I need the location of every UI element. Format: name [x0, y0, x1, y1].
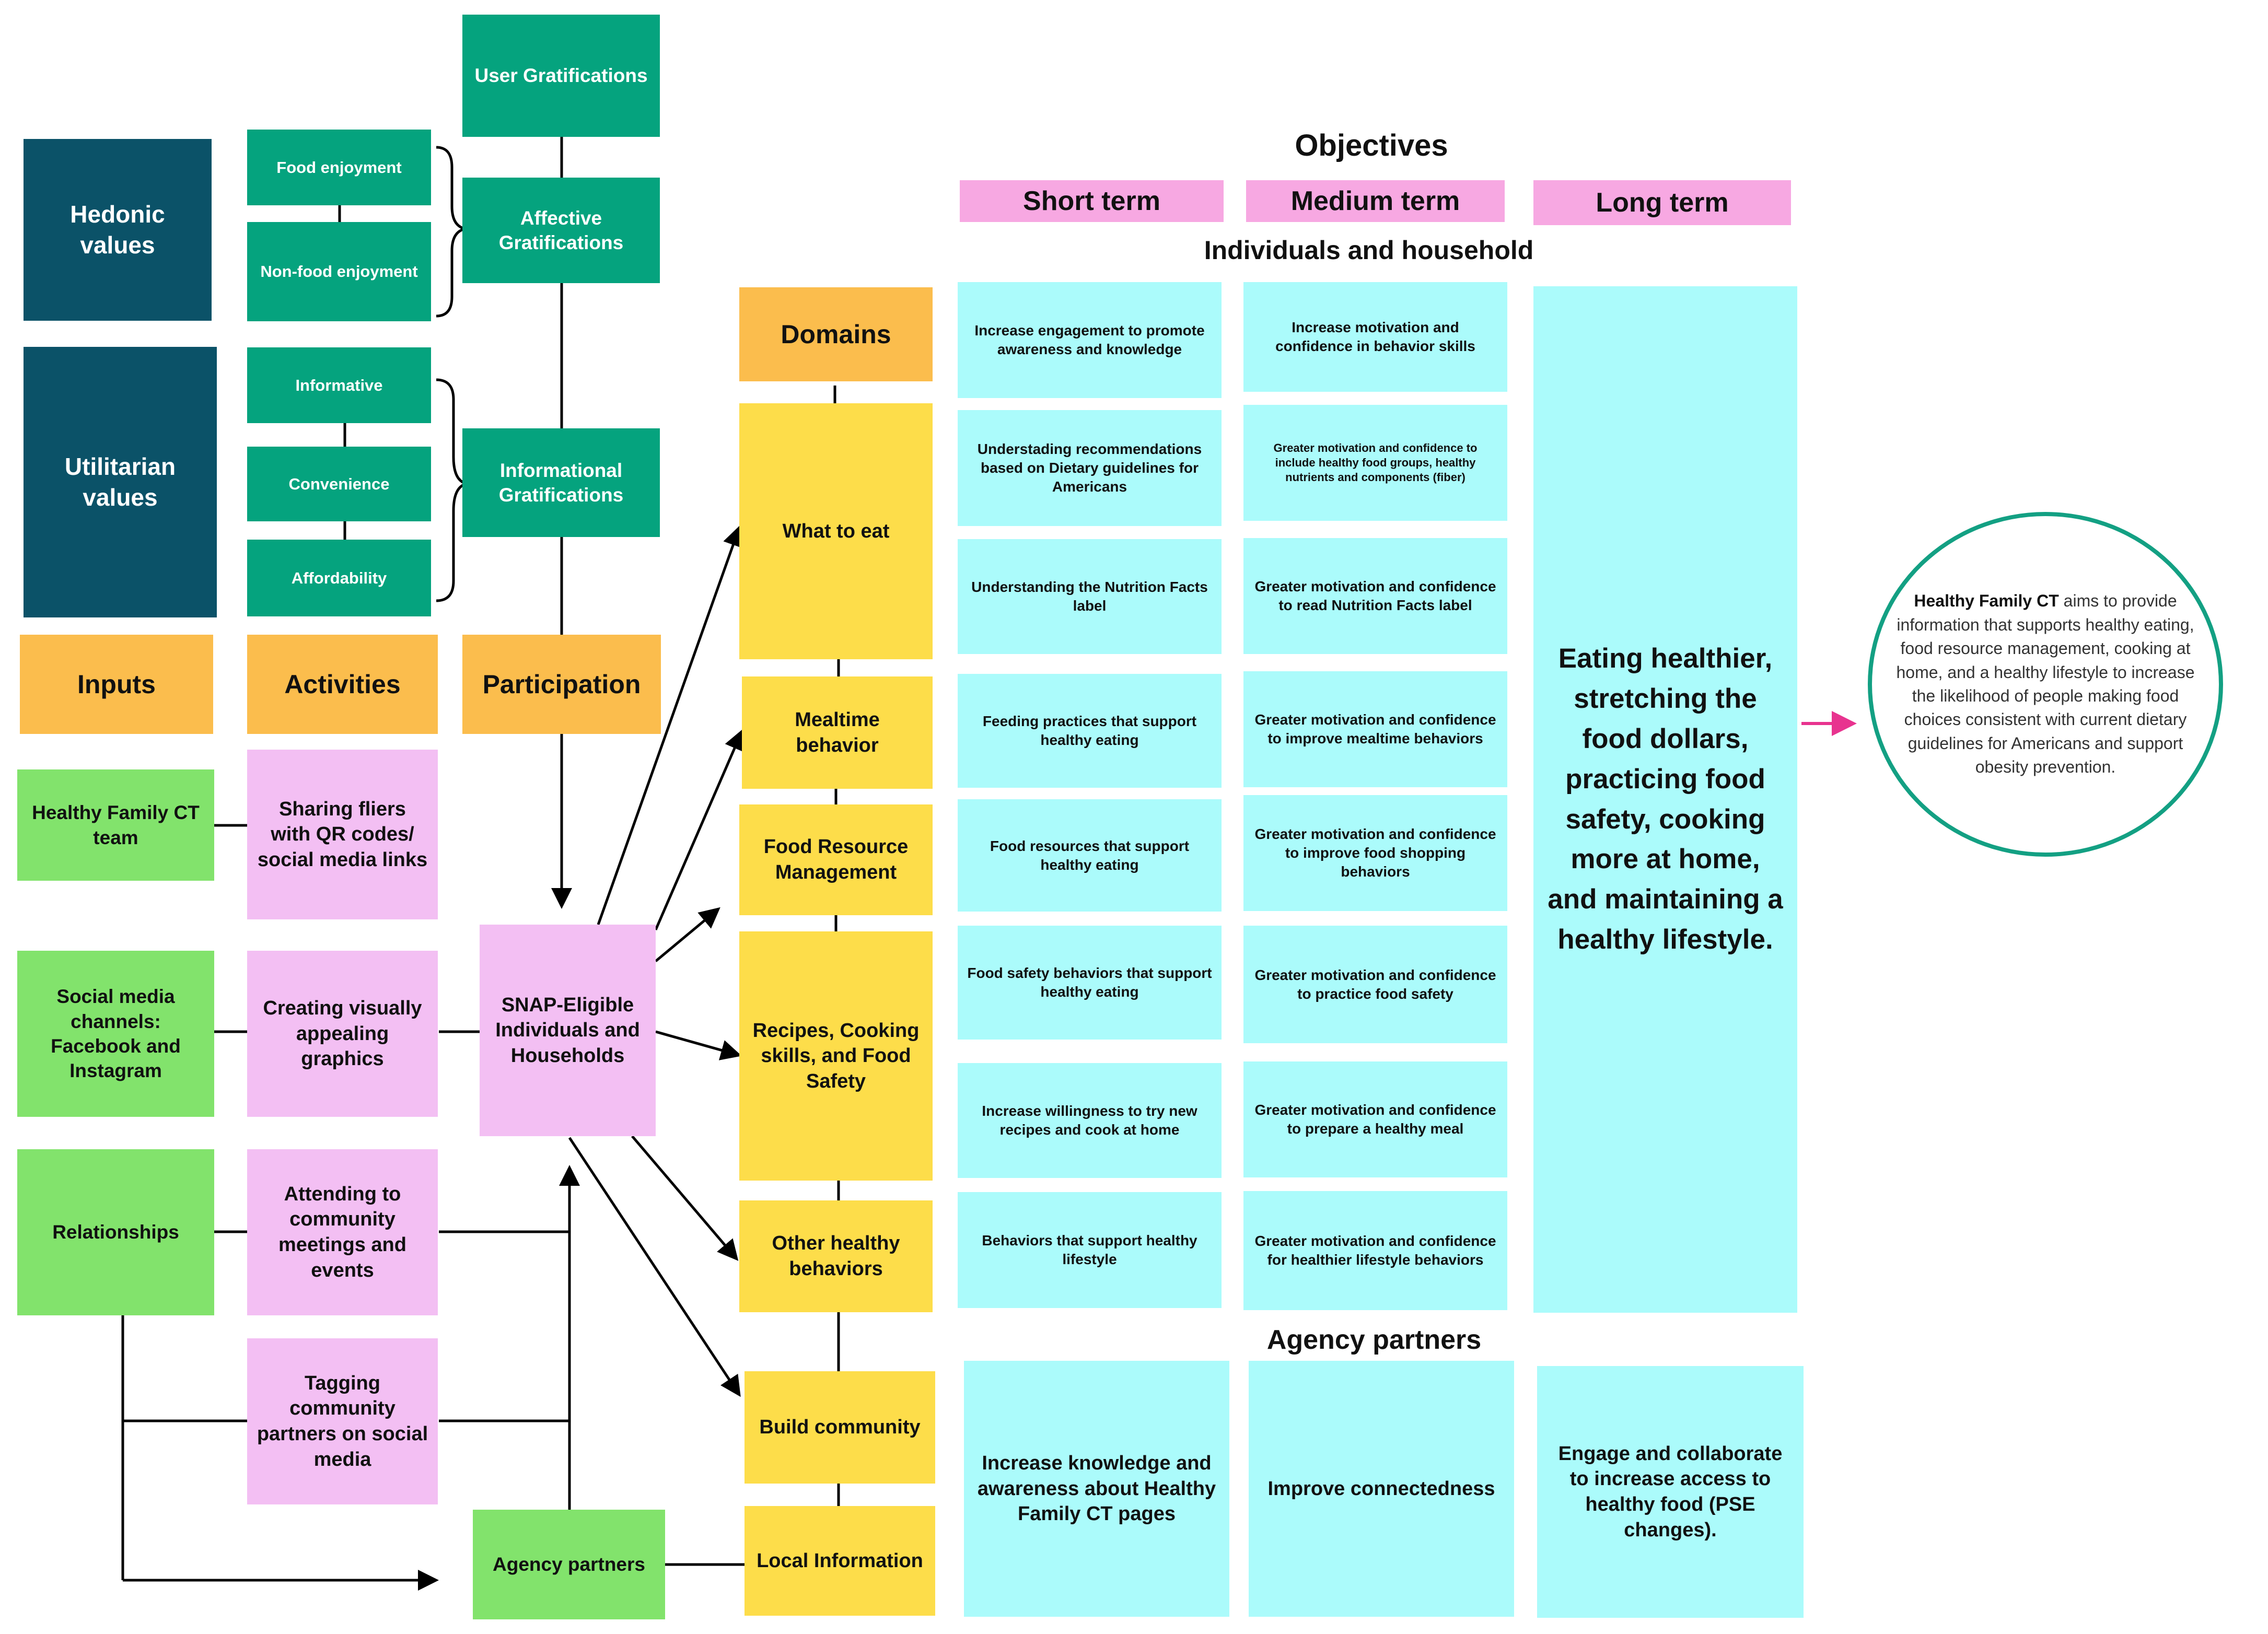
agency-short-term-objective: Increase knowledge and awareness about H…	[964, 1361, 1229, 1617]
participation-header: Participation	[462, 635, 661, 734]
medium-term-objective: Greater motivation and confidence to imp…	[1243, 795, 1507, 911]
agency-partners-heading: Agency partners	[1266, 1325, 1482, 1355]
agency-long-term-objective: Engage and collaborate to increase acces…	[1537, 1366, 1804, 1618]
activities-header: Activities	[247, 635, 438, 734]
objectives-title: Objectives	[1295, 129, 1448, 162]
medium-term-objective: Greater motivation and confidence to rea…	[1243, 538, 1507, 654]
input-relationships: Relationships	[17, 1149, 214, 1315]
agency-medium-term-objective: Improve connectedness	[1249, 1361, 1514, 1617]
short-term-objective: Behaviors that support healthy lifestyle	[958, 1192, 1222, 1308]
activity-attending-meetings: Attending to community meetings and even…	[247, 1149, 438, 1315]
program-name: Healthy Family CT	[1914, 591, 2059, 611]
domain-food-resource-management: Food Resource Management	[739, 804, 933, 915]
medium-term-objective: Greater motivation and confidence to pre…	[1243, 1061, 1507, 1177]
domains-header: Domains	[739, 287, 933, 381]
short-term-tab: Short term	[960, 180, 1224, 222]
short-term-objective: Feeding practices that support healthy e…	[958, 674, 1222, 788]
medium-term-objective: Greater motivation and confidence to inc…	[1243, 405, 1507, 521]
convenience-box: Convenience	[247, 447, 431, 521]
domain-recipes-cooking-safety: Recipes, Cooking skills, and Food Safety	[739, 931, 933, 1181]
inputs-header: Inputs	[20, 635, 213, 734]
domain-what-to-eat: What to eat	[739, 403, 933, 659]
program-goal-description: aims to provide information that support…	[1896, 591, 2195, 777]
domain-build-community: Build community	[745, 1371, 935, 1484]
medium-term-objective: Greater motivation and confidence to imp…	[1243, 671, 1507, 787]
activity-sharing-fliers: Sharing fliers with QR codes/ social med…	[247, 750, 438, 919]
hedonic-values-box: Hedonic values	[24, 139, 212, 321]
short-term-objective: Increase engagement to promote awareness…	[958, 282, 1222, 398]
short-term-objective: Food resources that support healthy eati…	[958, 799, 1222, 912]
input-social-media-channels: Social media channels: Facebook and Inst…	[17, 951, 214, 1117]
snap-eligible-participants: SNAP-Eligible Individuals and Households	[480, 925, 656, 1136]
affective-gratifications-box: Affective Gratifications	[462, 178, 660, 283]
short-term-objective: Understanding the Nutrition Facts label	[958, 539, 1222, 654]
individuals-household-heading: Individuals and household	[1204, 236, 1534, 265]
domain-mealtime-behavior: Mealtime behavior	[742, 676, 933, 789]
activity-creating-graphics: Creating visually appealing graphics	[247, 951, 438, 1117]
medium-term-objective: Increase motivation and confidence in be…	[1243, 282, 1507, 392]
medium-term-objective: Greater motivation and confidence to pra…	[1243, 926, 1507, 1043]
long-term-objective: Eating healthier, stretching the food do…	[1533, 286, 1797, 1313]
user-gratifications-box: User Gratifications	[462, 15, 660, 137]
agency-partners-participant: Agency partners	[473, 1510, 665, 1619]
activity-tagging-partners: Tagging community partners on social med…	[247, 1338, 438, 1504]
medium-term-tab: Medium term	[1246, 180, 1505, 222]
program-goal-text: Healthy Family CT aims to provide inform…	[1891, 589, 2200, 779]
informative-box: Informative	[247, 347, 431, 423]
input-healthy-family-team: Healthy Family CT team	[17, 769, 214, 881]
long-term-tab: Long term	[1533, 180, 1791, 225]
food-enjoyment-box: Food enjoyment	[247, 130, 431, 205]
domain-other-healthy-behaviors: Other healthy behaviors	[739, 1200, 933, 1312]
domain-local-information: Local Information	[745, 1506, 935, 1616]
affordability-box: Affordability	[247, 540, 431, 616]
short-term-objective: Increase willingness to try new recipes …	[958, 1063, 1222, 1178]
program-goal-circle: Healthy Family CT aims to provide inform…	[1868, 512, 2223, 857]
medium-term-objective: Greater motivation and confidence for he…	[1243, 1191, 1507, 1310]
short-term-objective: Food safety behaviors that support healt…	[958, 926, 1222, 1040]
informational-gratifications-box: Informational Gratifications	[462, 428, 660, 537]
short-term-objective: Understading recommendations based on Di…	[958, 410, 1222, 526]
nonfood-enjoyment-box: Non-food enjoyment	[247, 222, 431, 321]
utilitarian-values-box: Utilitarian values	[24, 347, 217, 617]
